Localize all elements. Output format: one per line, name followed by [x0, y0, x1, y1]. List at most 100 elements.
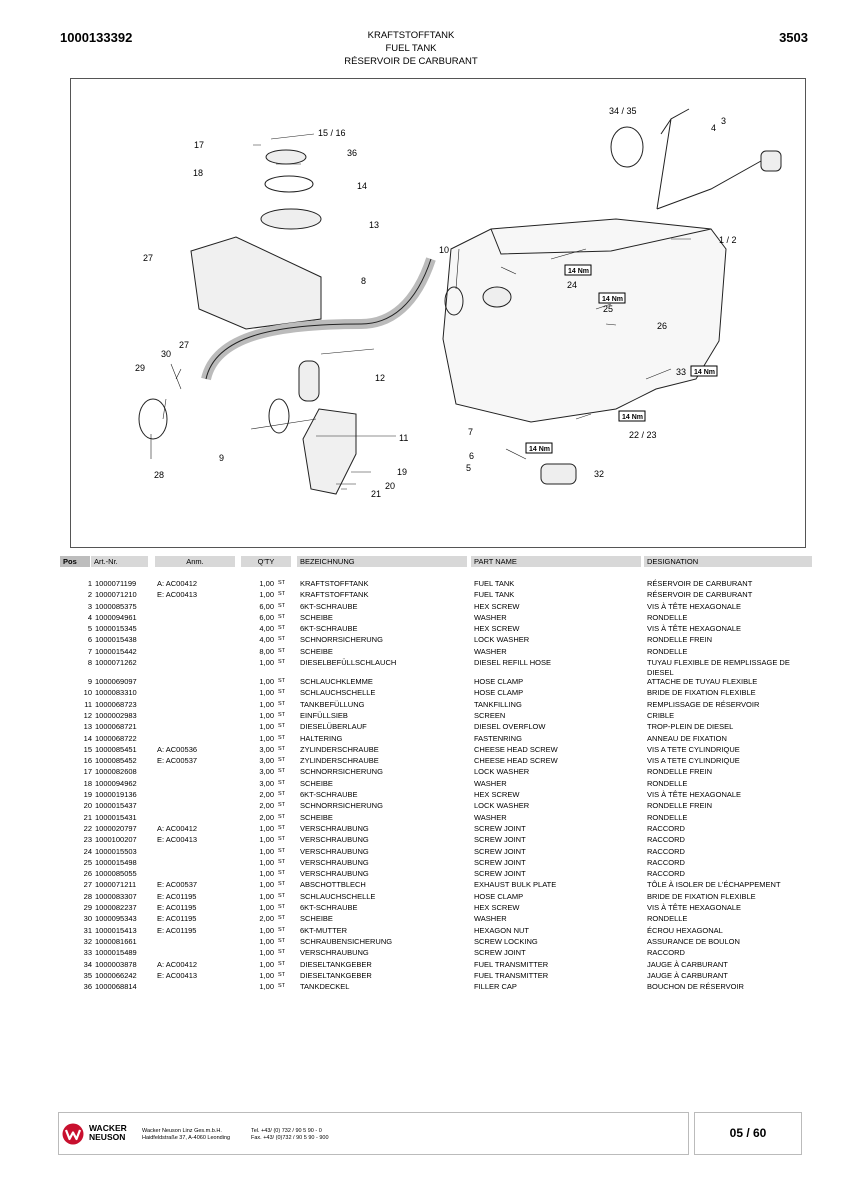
row-unit: ST: [278, 602, 286, 609]
row-unit: ST: [278, 847, 286, 854]
callout-28: 28: [154, 470, 164, 480]
filler-cap: [265, 149, 307, 165]
callout-26: 26: [657, 321, 667, 331]
row-quantity: 3,00: [259, 744, 274, 754]
hose-clamp-10: [444, 286, 464, 316]
row-unit: ST: [278, 870, 286, 877]
row-name-english: LOCK WASHER: [474, 767, 530, 777]
row-article-number: 1000082608: [95, 767, 137, 777]
row-name-english: DIESEL REFILL HOSE: [474, 658, 551, 668]
row-article-number: 1000085375: [95, 601, 137, 611]
row-quantity: 4,00: [259, 635, 274, 645]
callout-27-washer: 27: [179, 340, 189, 350]
row-quantity: 1,00: [259, 722, 274, 732]
row-article-number: 1000095343: [95, 914, 137, 924]
document-number: 1000133392: [60, 30, 133, 45]
diesel-overflow: [260, 208, 322, 230]
row-quantity: 1,00: [259, 699, 274, 709]
row-unit: ST: [278, 580, 286, 586]
row-article-number: 1000071262: [95, 658, 137, 668]
row-name-german: 6KT-SCHRAUBE: [300, 624, 358, 634]
row-name-english: WASHER: [474, 812, 507, 822]
callout-13: 13: [369, 220, 379, 230]
row-quantity: 1,00: [259, 835, 274, 845]
row-quantity: 1,00: [259, 846, 274, 856]
row-name-french: RACCORD: [647, 846, 685, 856]
row-article-number: 1000068721: [95, 722, 137, 732]
row-quantity: 8,00: [259, 646, 274, 656]
row-pos: 6: [87, 635, 92, 645]
row-article-number: 1000083307: [95, 891, 137, 901]
row-name-english: HEX SCREW: [474, 624, 520, 634]
row-quantity: 1,00: [259, 970, 274, 980]
row-pos: 15: [83, 744, 92, 754]
row-name-german: ZYLINDERSCHRAUBE: [300, 744, 379, 754]
column-header-german: BEZEICHNUNG: [297, 556, 467, 567]
torque-tag-4: 14 Nm: [618, 410, 646, 422]
row-pos: 31: [83, 925, 92, 935]
row-article-number: 1000085451: [95, 744, 137, 754]
hose-clamp-28: [138, 398, 168, 440]
row-quantity: 4,00: [259, 624, 274, 634]
row-name-german: 6KT-SCHRAUBE: [300, 601, 358, 611]
row-name-english: SCREW JOINT: [474, 948, 526, 958]
torque-tag-3: 14 Nm: [690, 365, 718, 377]
row-name-french: TUYAU FLEXIBLE DE REMPLISSAGE DE DIESEL: [647, 658, 790, 677]
fax-number: Fax. +43/ (0)732 / 90 5 90 - 900: [251, 1135, 329, 1141]
company-name: Wacker Neuson Linz Ges.m.b.H.: [142, 1128, 222, 1134]
wacker-neuson-logo: [62, 1123, 84, 1145]
callout-12: 12: [375, 373, 385, 383]
row-pos: 1: [87, 579, 92, 588]
row-name-english: HEXAGON NUT: [474, 925, 530, 935]
row-pos: 29: [83, 903, 92, 913]
temp-sensor-32: [540, 463, 577, 485]
row-article-number: 1000069097: [95, 677, 137, 687]
row-quantity: 3,00: [259, 767, 274, 777]
row-unit: ST: [278, 858, 286, 865]
row-remark: E: AC00413: [157, 970, 198, 980]
row-article-number: 1000071211: [95, 880, 137, 890]
row-pos: 18: [83, 778, 92, 788]
callout-7: 7: [468, 427, 473, 437]
company-street: Haidfeldstraße 37, A-4060 Leonding: [142, 1135, 231, 1141]
callout-8: 8: [361, 276, 366, 286]
row-pos: 32: [83, 936, 92, 946]
row-article-number: 1000100207: [95, 835, 137, 845]
row-quantity: 3,00: [259, 756, 274, 766]
row-name-french: TROP-PLEIN DE DIESEL: [647, 722, 734, 732]
row-name-english: HEX SCREW: [474, 601, 520, 611]
row-remark: A: AC00536: [157, 744, 198, 754]
row-name-english: TANKFILLING: [474, 699, 522, 709]
callout-30: 30: [161, 349, 171, 359]
row-quantity: 1,00: [259, 658, 274, 668]
row-quantity: 6,00: [259, 612, 274, 622]
row-quantity: 3,00: [259, 778, 274, 788]
row-quantity: 1,00: [259, 677, 274, 687]
row-name-german: DIESELTANKGEBER: [300, 970, 372, 980]
row-name-french: RONDELLE: [647, 612, 688, 622]
row-pos: 26: [83, 869, 92, 879]
row-quantity: 1,00: [259, 688, 274, 698]
row-article-number: 1000015438: [95, 635, 137, 645]
row-unit: ST: [278, 757, 286, 764]
fuel-tank-exploded-view: 14 Nm 14 Nm 14 Nm 14 Nm 14 Nm 1 / 2 3 4 …: [135, 106, 782, 499]
row-unit: ST: [278, 904, 286, 911]
row-name-french: JAUGE À CARBURANT: [647, 959, 728, 969]
row-name-german: 6KT-SCHRAUBE: [300, 790, 358, 800]
row-pos: 17: [83, 767, 92, 777]
footer-company-box: WACKER NEUSON Wacker Neuson Linz Ges.m.b…: [58, 1112, 689, 1155]
row-quantity: 1,00: [259, 880, 274, 890]
row-name-french: RONDELLE FREIN: [647, 801, 713, 811]
row-name-french: ÉCROU HEXAGONAL: [647, 925, 723, 935]
row-name-english: SCREW JOINT: [474, 823, 526, 833]
row-name-german: SCHNORRSICHERUNG: [300, 801, 383, 811]
tank-filling-bracket: [302, 408, 357, 495]
row-unit: ST: [278, 892, 286, 899]
row-unit: ST: [278, 915, 286, 922]
